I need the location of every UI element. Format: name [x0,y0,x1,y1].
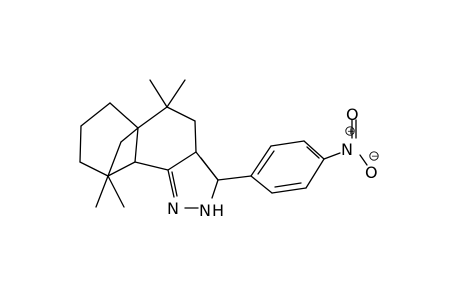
bond [134,127,139,163]
methyl-bond [107,175,125,208]
bond [107,161,136,177]
positive-charge-icon [345,126,355,136]
bond [167,169,175,198]
bond [79,161,109,177]
bond [166,106,196,122]
bond [194,120,197,153]
negative-charge-icon [369,151,379,161]
bond [80,102,111,127]
bond [271,187,307,194]
bicyclic-cage [79,102,139,208]
aromatic-inner-bond [306,146,320,159]
charge-plus: + [347,127,355,137]
double-bond-inner [171,171,178,197]
phenyl-ring [217,140,341,194]
atom-nh-h: H [212,201,224,220]
atom-n-pyrazole: N [167,199,179,218]
bond [120,127,139,143]
bond [270,140,305,147]
bond [305,158,325,189]
bond [134,161,169,171]
n-o-bond [359,154,368,166]
aromatic-inner-bond [274,182,302,188]
pyrazole-ring [167,151,219,209]
methyl-bond [149,79,168,108]
aromatic-inner-bond [257,150,275,175]
methyl-bond [166,79,186,108]
atom-nitro-n: N [341,140,353,159]
atom-nitro-o-bottom: O [365,163,378,182]
methyl-bond [95,175,109,208]
bond [303,140,325,160]
cyclohexane-ring [134,79,197,171]
bond [323,152,341,160]
bond [79,125,82,163]
double-bond-inner [200,157,219,181]
atom-nh-n: N [199,201,211,220]
atom-nitro-o-top: O [346,105,359,124]
bond [137,106,168,129]
bond [217,175,252,181]
bond [167,151,197,171]
bond [107,141,122,177]
bond [250,145,272,177]
bond [109,102,139,129]
bond [250,175,273,194]
charge-minus: − [371,152,379,162]
bond [211,179,219,199]
